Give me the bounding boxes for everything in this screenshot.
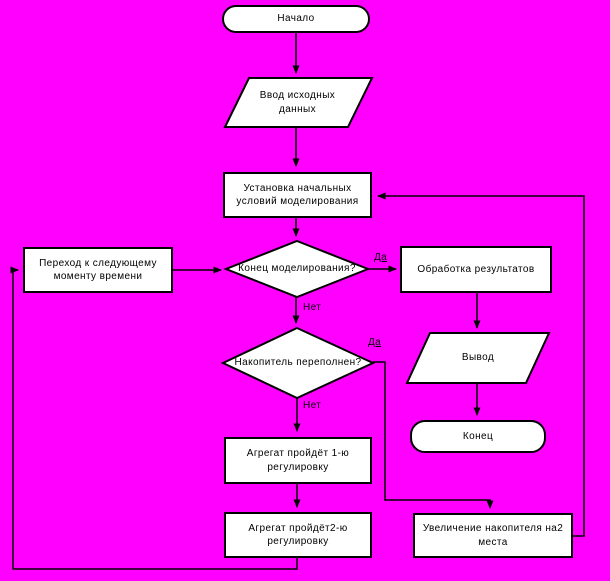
node-process-results-label: Обработка результатов [417,263,535,275]
node-increase-storage: Увеличение накопителя на2 места [413,513,573,558]
edge-label-yes-end-modeling: Да [374,252,388,263]
node-increase-storage-label: Увеличение накопителя на2 места [422,523,564,548]
edge-label-no-storage-full: Нет [303,400,322,411]
node-adjust-2-label: Агрегат пройдёт2-ю регулировку [248,522,348,548]
node-start: Начало [222,5,370,33]
node-end: Конец [410,420,546,453]
node-start-label: Начало [277,13,315,25]
node-process-results: Обработка результатов [400,246,552,293]
decision-end-diamond-shape [223,239,371,299]
edge-increase-loop-to-init [377,192,585,537]
output-parallelogram-shape [405,332,551,384]
input-parallelogram-shape [223,77,374,128]
node-next-moment-label: Переход к следующему моменту времени [39,257,157,283]
node-adjust-1: Агрегат пройдёт 1-ю регулировку [224,437,372,484]
edge-adjust2-loop-to-next-moment [10,266,298,570]
edge-decision-storage-yes [373,361,494,509]
decision-storage-diamond-shape [220,326,376,400]
node-adjust-2: Агрегат пройдёт2-ю регулировку [224,512,372,558]
edge-label-yes-storage-full: Да [368,337,382,348]
node-end-label: Конец [462,430,494,442]
node-next-moment: Переход к следующему моменту времени [23,247,173,293]
node-init-conditions: Установка начальных условий моделировани… [223,172,372,218]
node-adjust-1-label: Агрегат пройдёт 1-ю регулировку [246,448,350,473]
edge-label-no-end-modeling: Нет [303,302,322,313]
node-init-conditions-label: Установка начальных условий моделировани… [236,182,359,208]
